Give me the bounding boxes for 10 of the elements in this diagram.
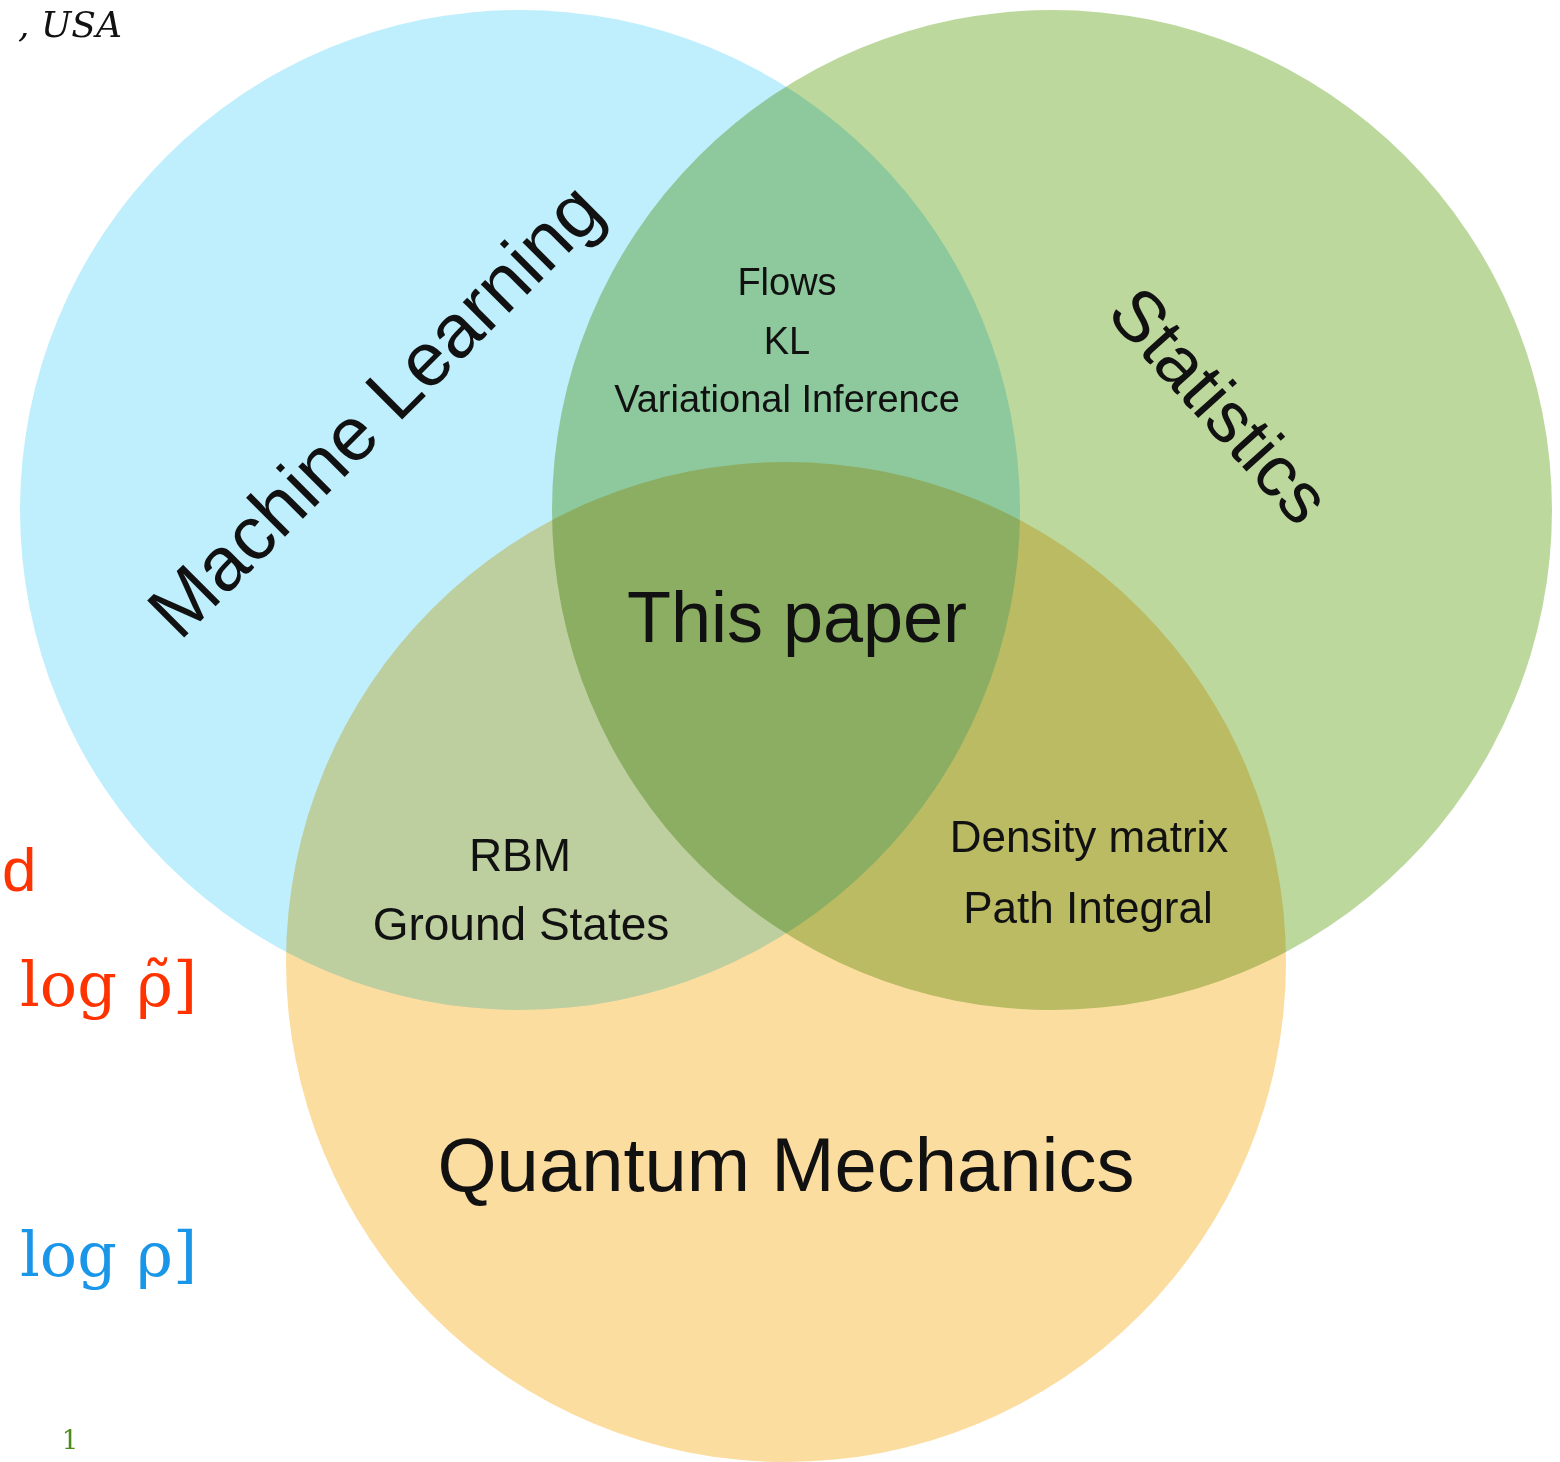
region-label: Path Integral	[963, 886, 1213, 930]
region-label: Flows	[737, 263, 837, 301]
formula-fragment: 1	[61, 1427, 79, 1453]
affiliation-text: , USA	[18, 7, 122, 43]
formula-fragment: d	[2, 839, 37, 901]
region-label: RBM	[468, 832, 572, 878]
region-label: Ground States	[372, 901, 670, 947]
region-label: Variational Inference	[614, 380, 960, 418]
region-label: Density matrix	[949, 815, 1229, 859]
region-label: KL	[763, 322, 811, 360]
